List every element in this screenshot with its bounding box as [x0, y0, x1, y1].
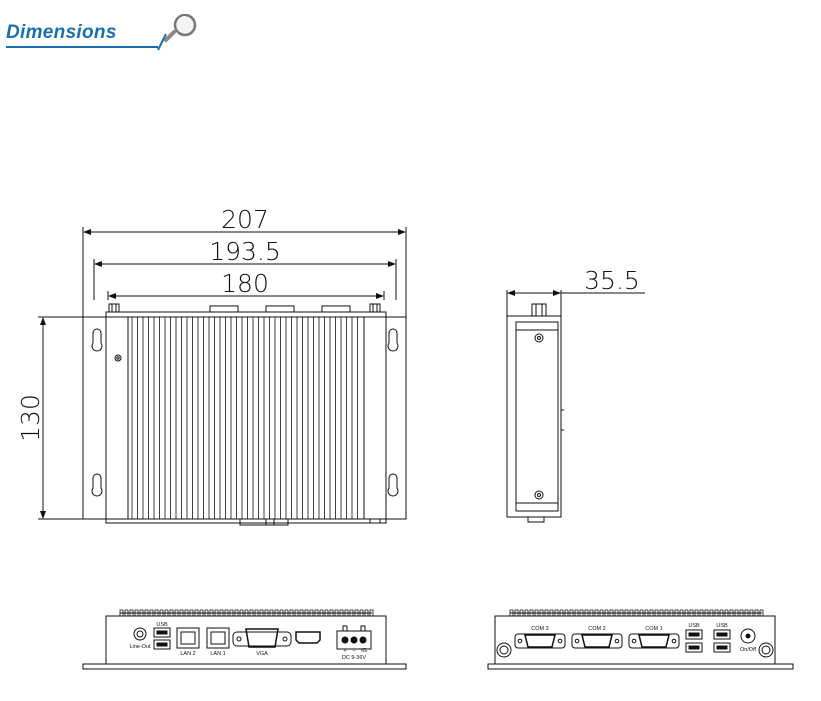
label-usb-front-2: USB	[716, 623, 728, 629]
label-pin-ig: IG	[361, 648, 367, 654]
label-line-out: Line-Out	[129, 644, 151, 650]
dim-label-35-5: 35.5	[584, 266, 640, 295]
label-com-1: COM 1	[645, 626, 662, 632]
label-on-off: On/Off	[740, 647, 757, 653]
rear-io-panel	[82, 609, 407, 670]
label-com-2: COM 2	[588, 626, 605, 632]
label-com-3: COM 3	[531, 626, 548, 632]
label-usb-front-1: USB	[688, 623, 700, 629]
label-dc-in: DC 9-36V	[342, 655, 366, 661]
label-pin-minus: –	[352, 648, 356, 654]
dim-label-193-5: 193.5	[209, 237, 281, 266]
label-usb-rear: USB	[156, 622, 168, 628]
com-ports	[514, 633, 680, 649]
keyhole-slots	[91, 328, 399, 497]
front-port-labels: COM 3 COM 2 COM 1 USB USB On/Off	[531, 623, 756, 653]
dim-label-180: 180	[221, 269, 269, 298]
front-io-panel	[487, 609, 794, 670]
label-lan-1: LAN 1	[210, 651, 225, 657]
page-title: Dimensions	[6, 22, 117, 43]
side-view	[506, 290, 645, 523]
label-vga: VGA	[256, 651, 268, 657]
front-fin-edge	[509, 609, 765, 617]
magnifier-icon	[157, 14, 197, 51]
dimensions-header: Dimensions	[6, 14, 216, 54]
title-underline	[6, 46, 158, 48]
rear-fin-edge	[119, 609, 375, 617]
label-lan-2: LAN 2	[180, 651, 195, 657]
label-pin-plus: +	[343, 648, 346, 654]
dim-label-207: 207	[221, 205, 269, 234]
front-view	[38, 227, 407, 526]
rear-port-labels: Line-Out USB LAN 2 LAN 1 VGA DC 9-36V + …	[129, 622, 366, 661]
dim-label-130: 130	[16, 394, 45, 442]
heatsink-fins	[131, 317, 358, 519]
